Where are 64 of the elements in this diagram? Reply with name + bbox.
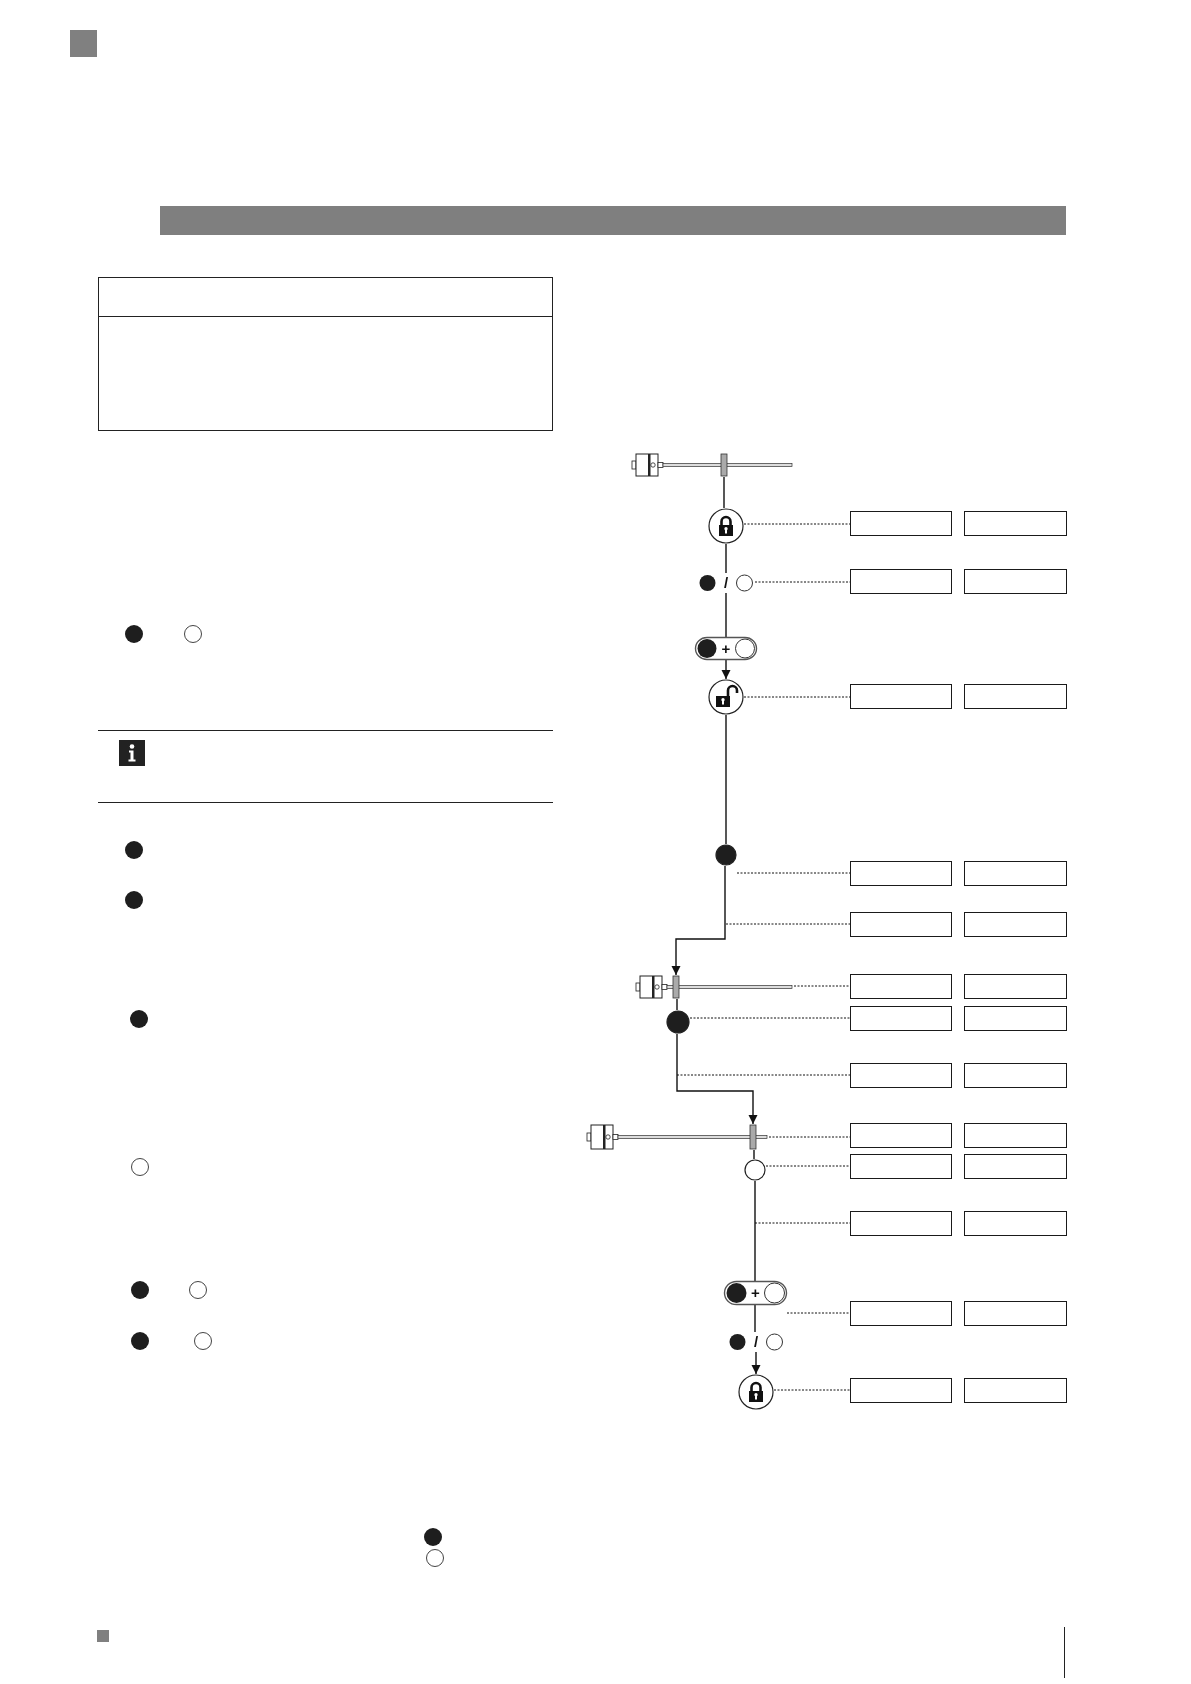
connector-line bbox=[676, 998, 678, 1011]
filled-circle bbox=[715, 844, 737, 866]
arrow bbox=[671, 865, 726, 976]
empty-box bbox=[964, 1301, 1067, 1326]
empty-box bbox=[850, 1123, 952, 1148]
leader-line bbox=[793, 985, 851, 987]
closed-padlock-icon bbox=[738, 1374, 774, 1410]
sensor-drawing bbox=[632, 453, 794, 477]
empty-circle bbox=[744, 1159, 766, 1181]
open-padlock-icon bbox=[708, 679, 744, 715]
arrow bbox=[721, 659, 731, 680]
leader-line bbox=[754, 1222, 851, 1224]
leader-line bbox=[676, 1074, 851, 1076]
empty-box bbox=[964, 1006, 1067, 1031]
empty-box bbox=[850, 974, 952, 999]
button-combination: + bbox=[724, 1281, 787, 1305]
empty-box bbox=[964, 569, 1067, 594]
empty-box bbox=[964, 511, 1067, 536]
connector-line bbox=[754, 1304, 756, 1333]
empty-box bbox=[850, 684, 952, 709]
connector-line bbox=[725, 714, 727, 845]
empty-box bbox=[850, 1378, 952, 1403]
empty-box bbox=[964, 1154, 1067, 1179]
empty-box bbox=[964, 1063, 1067, 1088]
empty-box bbox=[964, 684, 1067, 709]
empty-box bbox=[850, 1211, 952, 1236]
empty-box bbox=[850, 861, 952, 886]
leader-line bbox=[786, 1312, 851, 1314]
sensor-drawing bbox=[636, 975, 794, 999]
empty-box bbox=[850, 1301, 952, 1326]
empty-box bbox=[964, 1378, 1067, 1403]
connector-line bbox=[753, 1149, 755, 1160]
connector-line bbox=[754, 1180, 756, 1282]
arrow bbox=[751, 1351, 761, 1375]
empty-box bbox=[850, 912, 952, 937]
button-combination: + bbox=[695, 637, 757, 660]
button-pair: / bbox=[697, 573, 755, 593]
empty-box bbox=[964, 912, 1067, 937]
filled-circle bbox=[666, 1010, 690, 1034]
empty-box bbox=[850, 1154, 952, 1179]
empty-box bbox=[850, 511, 952, 536]
leader-line bbox=[743, 523, 851, 525]
leader-line bbox=[773, 1389, 851, 1391]
button-pair: / bbox=[727, 1332, 785, 1352]
arrow bbox=[676, 1033, 758, 1125]
empty-box bbox=[850, 1006, 952, 1031]
connector-line bbox=[725, 543, 727, 574]
empty-box bbox=[964, 974, 1067, 999]
empty-box bbox=[964, 1123, 1067, 1148]
leader-line bbox=[736, 872, 851, 874]
sensor-drawing bbox=[587, 1124, 769, 1150]
empty-box bbox=[964, 861, 1067, 886]
empty-box bbox=[964, 1211, 1067, 1236]
section-bar bbox=[160, 206, 1066, 235]
empty-box bbox=[850, 569, 952, 594]
closed-padlock-icon bbox=[708, 508, 744, 544]
connector-line bbox=[725, 592, 727, 638]
leader-line bbox=[768, 1136, 851, 1138]
empty-box bbox=[850, 1063, 952, 1088]
leader-line bbox=[754, 581, 851, 583]
leader-line bbox=[725, 923, 851, 925]
leader-line bbox=[689, 1017, 851, 1019]
connector-line bbox=[723, 476, 725, 509]
leader-line bbox=[765, 1165, 851, 1167]
